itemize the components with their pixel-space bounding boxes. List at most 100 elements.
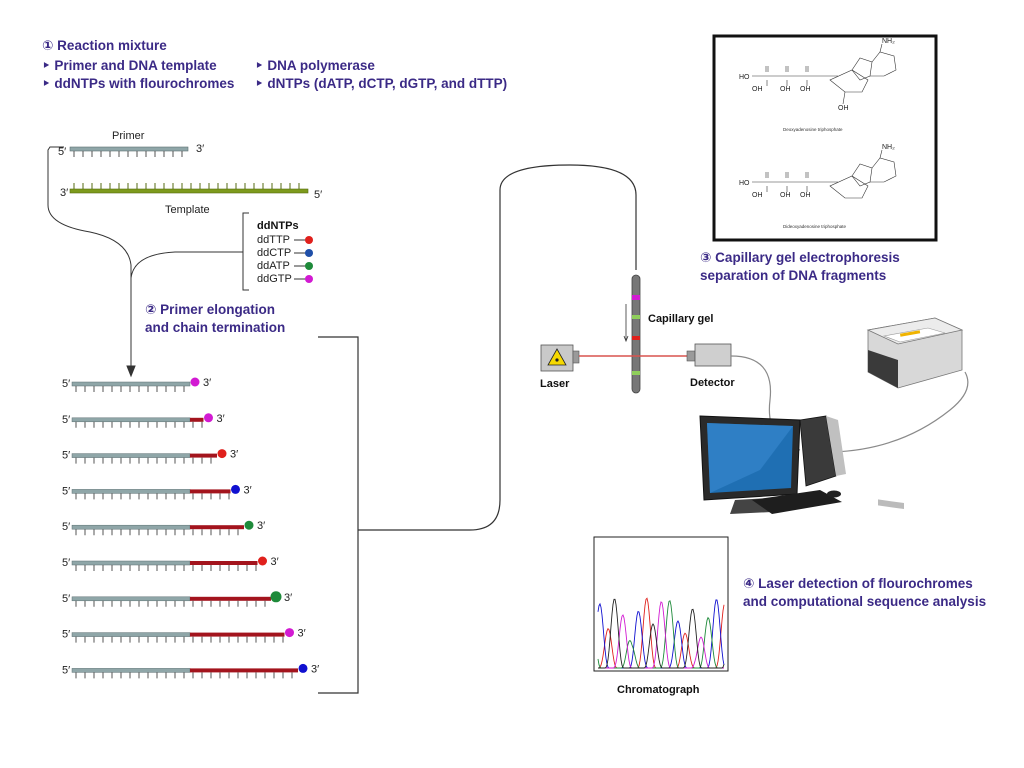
- dntp-structure: [752, 43, 897, 105]
- ddntps-bracket: [242, 212, 249, 291]
- migration-arrowhead: [623, 335, 629, 343]
- bottom-nh2: NH₂: [882, 144, 895, 151]
- fragment-row: 5′ 3′: [62, 520, 265, 536]
- laser-warning-dot: [555, 358, 559, 362]
- top-oh: OH: [838, 105, 849, 112]
- step1-title: ① Reaction mixture: [42, 38, 167, 53]
- top-oh-1: OH: [752, 86, 763, 93]
- template-label: Template: [165, 204, 210, 216]
- fragment-primer-segment: [71, 596, 191, 602]
- printer-paper-print: [899, 330, 921, 337]
- fragment-extension-segment: [190, 632, 285, 637]
- fragment-three-prime: 3′: [257, 520, 265, 532]
- fragment-five-prime: 5′: [62, 485, 70, 497]
- printer-tray: [878, 499, 904, 510]
- ddctp-dot: [305, 249, 313, 257]
- fragment-three-prime: 3′: [311, 663, 319, 675]
- bottom-ho: HO: [739, 180, 750, 187]
- step3-title-line1: ③ Capillary gel electrophoresis: [700, 250, 900, 265]
- step1-item-polymerase: ‣ DNA polymerase: [255, 58, 375, 73]
- step2-title-line1: ② Primer elongation: [145, 302, 275, 317]
- template-strand: 3′ 5′ Template: [60, 183, 322, 216]
- capillary-gel-label: Capillary gel: [648, 313, 713, 325]
- molecule-frame: [712, 34, 938, 242]
- capillary-band-red: [632, 336, 640, 340]
- fragment-terminator-dot: [285, 628, 294, 638]
- ddntps-title: ddNTPs: [257, 220, 299, 232]
- fragment-three-prime: 3′: [298, 628, 306, 640]
- fragment-row: 5′3′: [62, 413, 225, 428]
- fragment-extension-segment: [190, 489, 231, 494]
- top-oh-3: OH: [800, 86, 811, 93]
- top-oh-2: OH: [780, 86, 791, 93]
- template-backbone: [69, 188, 309, 194]
- molecule-panel: NH₂ HO OH OH OH OH Deoxyadenosine tripho…: [712, 34, 938, 242]
- fragments-bracket: [318, 336, 359, 694]
- fragment-five-prime: 5′: [62, 521, 70, 533]
- fragment-terminator-dot: [244, 520, 254, 530]
- fragment-row: 5′3′: [62, 628, 306, 643]
- step4-title-line2: and computational sequence analysis: [743, 594, 986, 609]
- capillary-tube: [631, 274, 641, 394]
- fragment-terminator-dot: [298, 663, 308, 673]
- fragment-primer-segment: [71, 417, 191, 423]
- fragment-extension-segment: [190, 417, 204, 422]
- ddgtp-dot: [305, 275, 313, 283]
- capillary-band-green-2: [632, 371, 640, 375]
- fragment-terminator-dot: [258, 556, 267, 566]
- primer-ticks: [73, 151, 183, 157]
- fragment-primer-segment: [71, 453, 191, 458]
- laser-nozzle: [572, 350, 580, 364]
- detector-label: Detector: [690, 377, 735, 389]
- chromatograph: Chromatograph: [593, 536, 729, 696]
- fragment-five-prime: 5′: [62, 664, 70, 676]
- step1-item-primer-template: ‣ Primer and DNA template: [42, 58, 217, 73]
- fragment-extension-segment: [190, 668, 298, 673]
- fragment-row: 5′ 3′: [62, 663, 319, 679]
- template-ticks: [73, 183, 300, 189]
- fragment-five-prime: 5′: [62, 450, 70, 462]
- fragment-terminator-dot: [217, 449, 227, 459]
- fragment-terminator-dot: [190, 377, 200, 387]
- fragment-three-prime: 3′: [244, 484, 252, 496]
- template-three-prime: 3′: [60, 187, 68, 199]
- detector-body: [694, 343, 732, 367]
- ddctp-label: ddCTP: [257, 247, 291, 259]
- ddntps-legend: ddNTPs ddTTP ddCTP ddATP ddGTP: [242, 212, 313, 291]
- printer-front-slot: [868, 350, 898, 388]
- detector: Detector: [686, 343, 735, 389]
- fragment-extension-segment: [190, 525, 244, 530]
- primer-three-prime: 3′: [196, 143, 204, 155]
- chromatograph-trace: [597, 600, 724, 669]
- bottom-oh-3: OH: [800, 192, 811, 199]
- ddatp-label: ddATP: [257, 260, 290, 272]
- step3-title-line2: separation of DNA fragments: [700, 268, 886, 283]
- fragment-row: 5′3′: [62, 591, 292, 607]
- fragment-three-prime: 3′: [230, 449, 238, 461]
- bottom-oh-1: OH: [752, 192, 763, 199]
- chromatograph-frame: [593, 536, 729, 672]
- fragment-row: 5′ 3′: [62, 449, 238, 464]
- primer-strand: Primer 5′ 3′: [58, 130, 204, 158]
- laser: Laser: [540, 344, 580, 390]
- top-nh2: NH₂: [882, 38, 895, 45]
- fragment-five-prime: 5′: [62, 557, 70, 569]
- terminated-fragments: 5′3′5′3′5′3′5′3′5′3′5′3′5′3′5′3′5′3′: [62, 377, 319, 679]
- template-five-prime: 5′: [314, 189, 322, 201]
- tower-side: [826, 416, 846, 476]
- fragment-primer-segment: [71, 632, 191, 637]
- fragment-row: 5′ 3′: [62, 556, 279, 571]
- primer-backbone: [69, 146, 189, 152]
- fragment-primer-segment: [71, 524, 191, 530]
- step1-reaction-mixture: ① Reaction mixture ‣ Primer and DNA temp…: [42, 38, 507, 91]
- fragment-terminator-dot: [231, 484, 240, 494]
- printer-paper: [882, 327, 946, 343]
- fragment-five-prime: 5′: [62, 378, 70, 390]
- fragment-three-prime: 3′: [271, 556, 279, 568]
- monitor-glare: [707, 423, 793, 493]
- capillary-band-green-1: [632, 315, 640, 319]
- capillary-gel: Capillary gel: [623, 274, 713, 394]
- top-ho: HO: [739, 74, 750, 81]
- ddntp-connector: [130, 251, 243, 279]
- laser-label: Laser: [540, 378, 570, 390]
